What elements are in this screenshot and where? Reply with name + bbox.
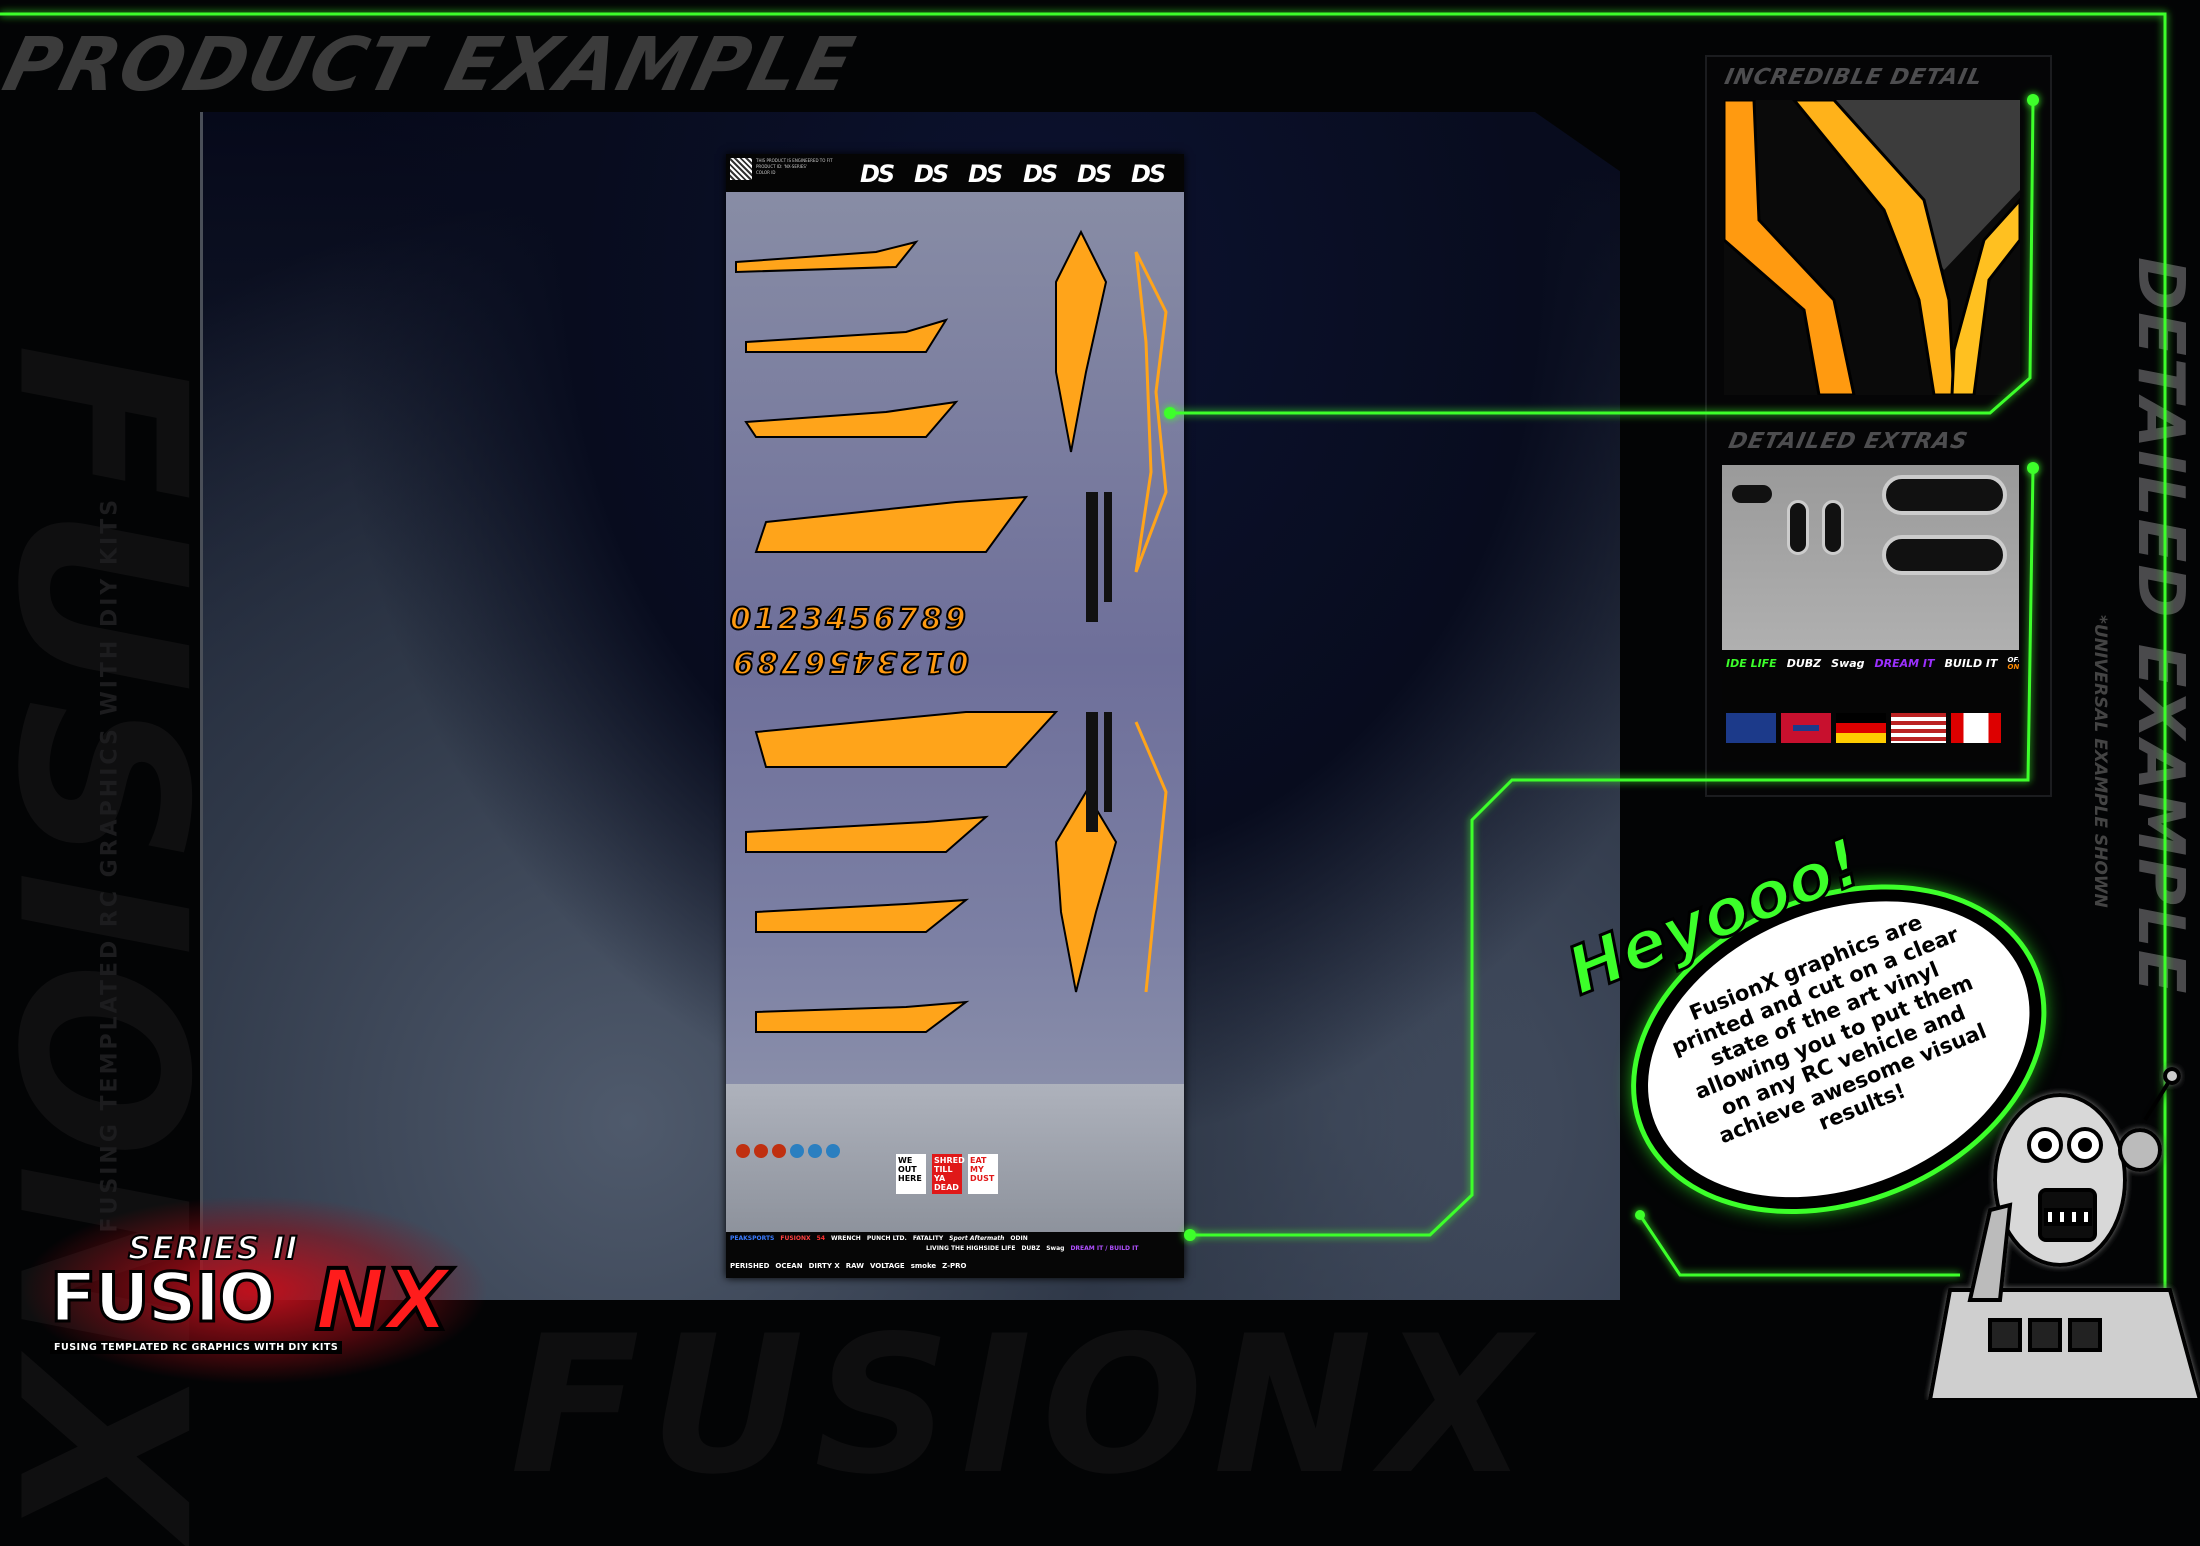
detailed-extras-title: DETAILED EXTRAS <box>1726 429 1971 454</box>
number-decals: 0123456789 <box>729 601 969 638</box>
ds-logo: DS <box>860 160 895 188</box>
germany-flag-icon <box>1836 713 1886 743</box>
incredible-detail-title: INCREDIBLE DETAIL <box>1722 65 1986 90</box>
fusionx-watermark-bottom: FUSIONX <box>510 1295 1539 1516</box>
canada-flag-icon <box>1951 713 2001 743</box>
brand-decals: PEAKSPORTS FUSIONX 54 WRENCH PUNCH LTD. FATAL… <box>726 1232 1184 1278</box>
brand-row: PEAKSPORTS FUSIONX 54 WRENCH PUNCH LTD. FATAL… <box>730 1235 1028 1242</box>
brand: FATALITY <box>912 1235 944 1242</box>
brand-row: PERISHED OCEAN DIRTY X RAW VOLTAGE smoke Z-PRO <box>730 1262 967 1270</box>
sticker: SHRED TILL YA DEAD <box>932 1154 965 1194</box>
sticker: WE OUT HERE <box>896 1154 926 1194</box>
extras-label: BUILD IT <box>1944 657 1998 670</box>
brand: WRENCH <box>831 1235 861 1242</box>
extras-labels: IDE LIFE DUBZ Swag DREAM IT BUILD IT OFF… <box>1726 657 2019 671</box>
usa-flag-icon <box>1891 713 1946 743</box>
logo-nx: NX <box>313 1249 452 1351</box>
australia-flag-icon <box>1726 713 1776 743</box>
extras-label: DREAM IT <box>1874 657 1935 670</box>
brand: 54 <box>816 1235 826 1242</box>
brand: Z-PRO <box>942 1262 967 1270</box>
extras-label: ON <box>2007 663 2019 671</box>
detailed-example-vertical-title: DETAILED EXAMPLE <box>2123 257 2197 996</box>
brand: PERISHED <box>730 1262 770 1270</box>
qr-code-icon <box>730 158 752 180</box>
ds-logo: DS <box>914 160 949 188</box>
ds-logo: DS <box>1077 160 1112 188</box>
brand: DREAM IT / BUILD IT <box>1070 1245 1139 1252</box>
flag-decals <box>1726 713 2001 743</box>
universal-example-note: *UNIVERSAL EXAMPLE SHOWN <box>2090 615 2110 908</box>
brand: Swag <box>1046 1245 1065 1252</box>
tagline-watermark-vertical: FUSING TEMPLATED RC GRAPHICS WITH DIY KI… <box>97 496 123 1233</box>
sheet-info: THIS PRODUCT IS ENGINEERED TO FIT PRODUC… <box>756 158 833 176</box>
brand: LIVING THE HIGHSIDE LIFE <box>926 1245 1016 1252</box>
extras-label: IDE LIFE <box>1726 657 1777 670</box>
brand: OCEAN <box>775 1262 803 1270</box>
page-title: PRODUCT EXAMPLE <box>0 22 864 108</box>
vent-decals: WE OUT HERE SHRED TILL YA DEAD EAT MY DU… <box>726 1084 1184 1234</box>
incredible-detail-image <box>1724 100 2020 395</box>
brand: ODIN <box>1010 1235 1028 1242</box>
decal-sheet-preview: THIS PRODUCT IS ENGINEERED TO FIT PRODUC… <box>726 154 1184 1278</box>
uk-flag-icon <box>1781 713 1831 743</box>
sticker: EAT MY DUST <box>968 1154 998 1194</box>
detailed-extras-image: IDE LIFE DUBZ Swag DREAM IT BUILD IT OFF… <box>1722 465 2019 762</box>
brand: Sport Aftermath <box>949 1235 1005 1242</box>
ds-logo: DS <box>968 160 1003 188</box>
stripe-closeup-art <box>1724 100 2020 395</box>
ds-logo: DS <box>1023 160 1058 188</box>
fusionx-series-ii-logo: SERIES II FUSIO NX FUSING TEMPLATED RC G… <box>20 1195 490 1385</box>
logo-fusion: FUSIO <box>49 1258 278 1340</box>
logo-series: SERIES II <box>127 1228 299 1268</box>
brand: RAW <box>845 1262 864 1270</box>
number-decals-mirrored: 0123456789 <box>729 643 970 680</box>
extras-label: DUBZ <box>1786 657 1822 670</box>
robot-mascot-icon <box>1927 1067 2200 1400</box>
brand: FUSIONX <box>780 1235 811 1242</box>
rivet-decals <box>736 1144 840 1158</box>
ds-logo: DS <box>1131 160 1166 188</box>
brand: PEAKSPORTS <box>730 1235 775 1242</box>
sheet-info-line: COLOR ID <box>756 170 776 175</box>
brand: PUNCH LTD. <box>866 1235 907 1242</box>
sheet-header: THIS PRODUCT IS ENGINEERED TO FIT PRODUC… <box>726 154 1184 192</box>
extras-label: Swag <box>1831 657 1865 670</box>
brand-row: LIVING THE HIGHSIDE LIFE DUBZ Swag DREAM IT… <box>926 1245 1138 1252</box>
logo-tagline: FUSING TEMPLATED RC GRAPHICS WITH DIY KI… <box>50 1341 343 1354</box>
brand: VOLTAGE <box>869 1262 905 1270</box>
brand: smoke <box>910 1262 937 1270</box>
brand: DIRTY X <box>808 1262 840 1270</box>
brand: DUBZ <box>1021 1245 1041 1252</box>
detail-panel: INCREDIBLE DETAIL DETAILED EXTRAS IDE LI… <box>1705 55 2052 797</box>
sticker-decals: WE OUT HERE SHRED TILL YA DEAD EAT MY DU… <box>896 1154 998 1194</box>
